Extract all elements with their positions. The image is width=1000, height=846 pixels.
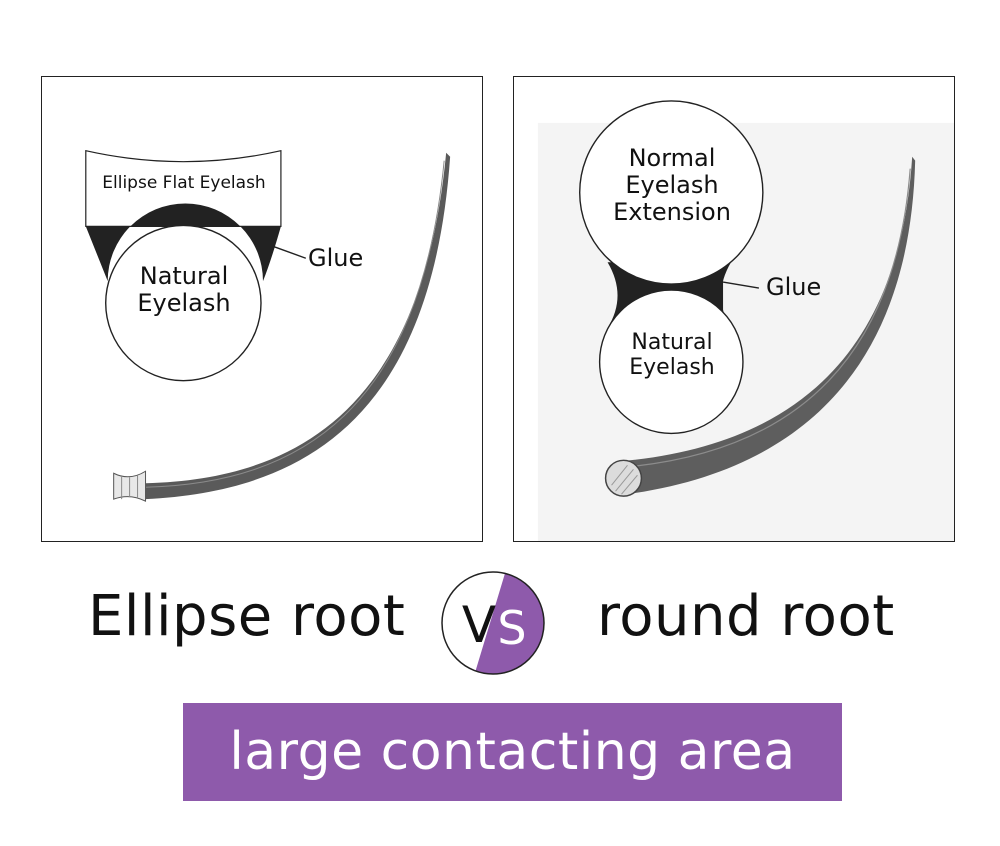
vs-badge: V S [440,570,546,676]
glue-region-left [85,203,281,282]
round-root-end [604,459,643,497]
ellipse-root-title: Ellipse root [88,584,406,649]
ellipse-root-end [113,470,147,502]
extension-circle [579,100,764,285]
vs-letter-s: S [497,601,526,655]
glue-leader-right [722,281,760,289]
round-root-illustration [537,100,954,541]
glue-label-right: Glue [766,273,822,301]
ellipse-root-panel: Ellipse Flat Eyelash Natural Eyelash Glu… [41,76,483,542]
contact-area-banner: large contacting area [183,703,842,801]
ellipse-root-illustration [85,149,451,502]
natural-lash-label-right: Natural Eyelash [629,330,715,380]
natural-lash-label-left: Natural Eyelash [137,262,231,317]
extension-label: Normal Eyelash Extension [613,144,731,226]
banner-text: large contacting area [229,722,796,782]
round-root-panel: Normal Eyelash Extension Natural Eyelash… [513,76,955,542]
natural-lash-circle-left [105,224,262,382]
round-root-title: round root [597,584,895,649]
glue-leader-left [272,245,307,259]
flat-eyelash-shape [85,149,282,227]
natural-lash-circle-right [598,289,744,435]
glue-label-left: Glue [308,244,364,272]
flat-eyelash-label: Ellipse Flat Eyelash [102,173,266,193]
vs-letter-v: V [462,596,496,654]
comparison-row: Ellipse root V S round root [0,570,1000,676]
